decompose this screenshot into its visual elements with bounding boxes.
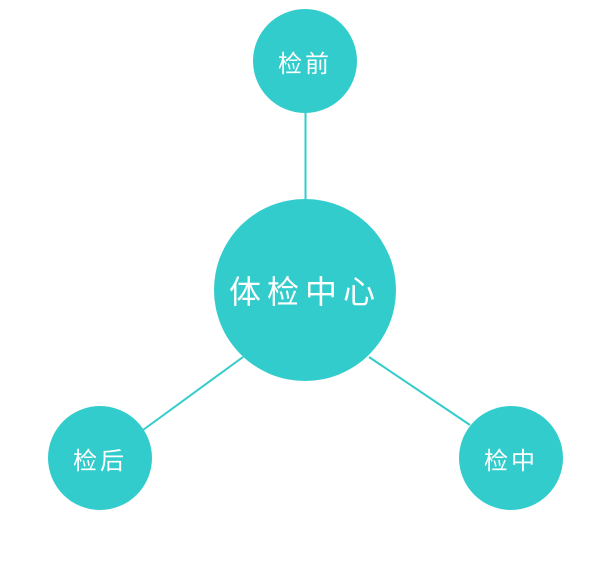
node-label: 检中: [484, 446, 538, 475]
node-pre-exam[interactable]: 检前: [253, 9, 357, 113]
node-label: 检前: [278, 49, 332, 78]
center-label: 体检中心: [228, 273, 381, 311]
node-center[interactable]: 体检中心: [214, 199, 396, 381]
node-label: 检后: [73, 446, 127, 475]
connector-bottom-right: [368, 356, 471, 426]
node-post-exam[interactable]: 检后: [48, 406, 152, 510]
node-during-exam[interactable]: 检中: [459, 406, 563, 510]
connector-bottom-left: [142, 356, 244, 431]
